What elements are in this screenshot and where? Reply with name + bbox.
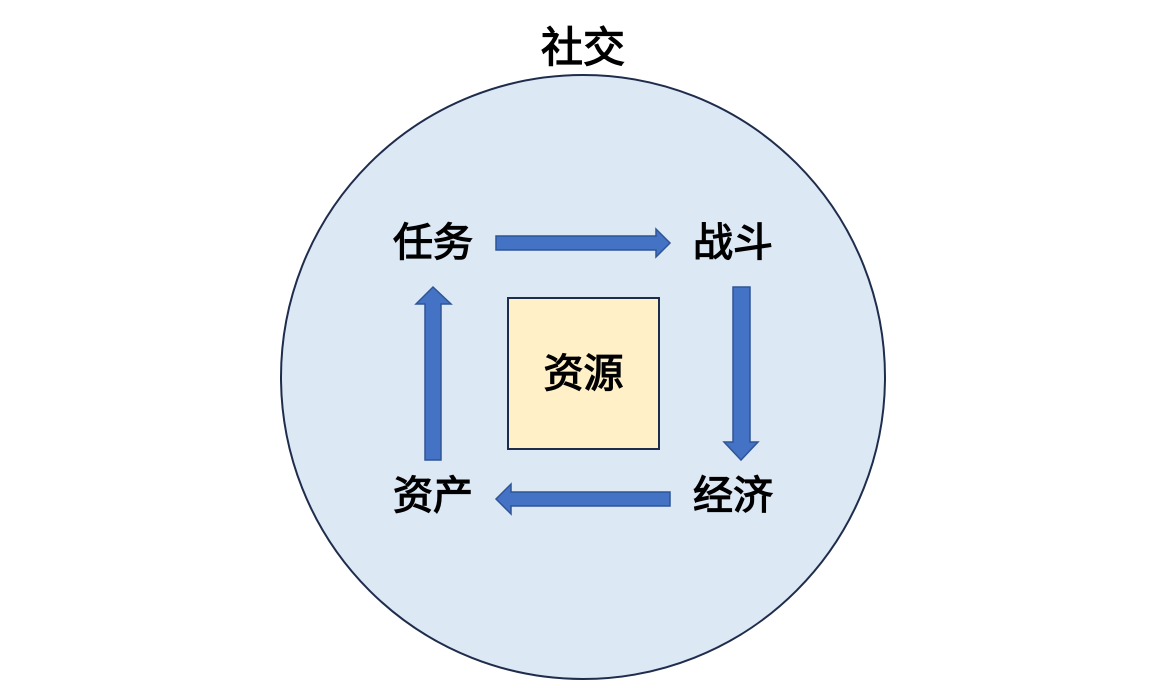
node-task: 任务 bbox=[393, 220, 473, 266]
resource-box: 资源 bbox=[507, 297, 660, 450]
node-asset: 资产 bbox=[393, 473, 473, 519]
node-economy: 经济 bbox=[693, 473, 773, 519]
node-battle: 战斗 bbox=[693, 220, 773, 266]
arrow-economy-to-asset bbox=[494, 482, 671, 516]
arrow-task-to-battle bbox=[495, 227, 672, 259]
resource-label: 资源 bbox=[543, 350, 624, 397]
arrow-asset-to-task bbox=[414, 285, 453, 461]
social-title: 社交 bbox=[540, 23, 626, 72]
arrow-battle-to-economy bbox=[722, 286, 760, 462]
